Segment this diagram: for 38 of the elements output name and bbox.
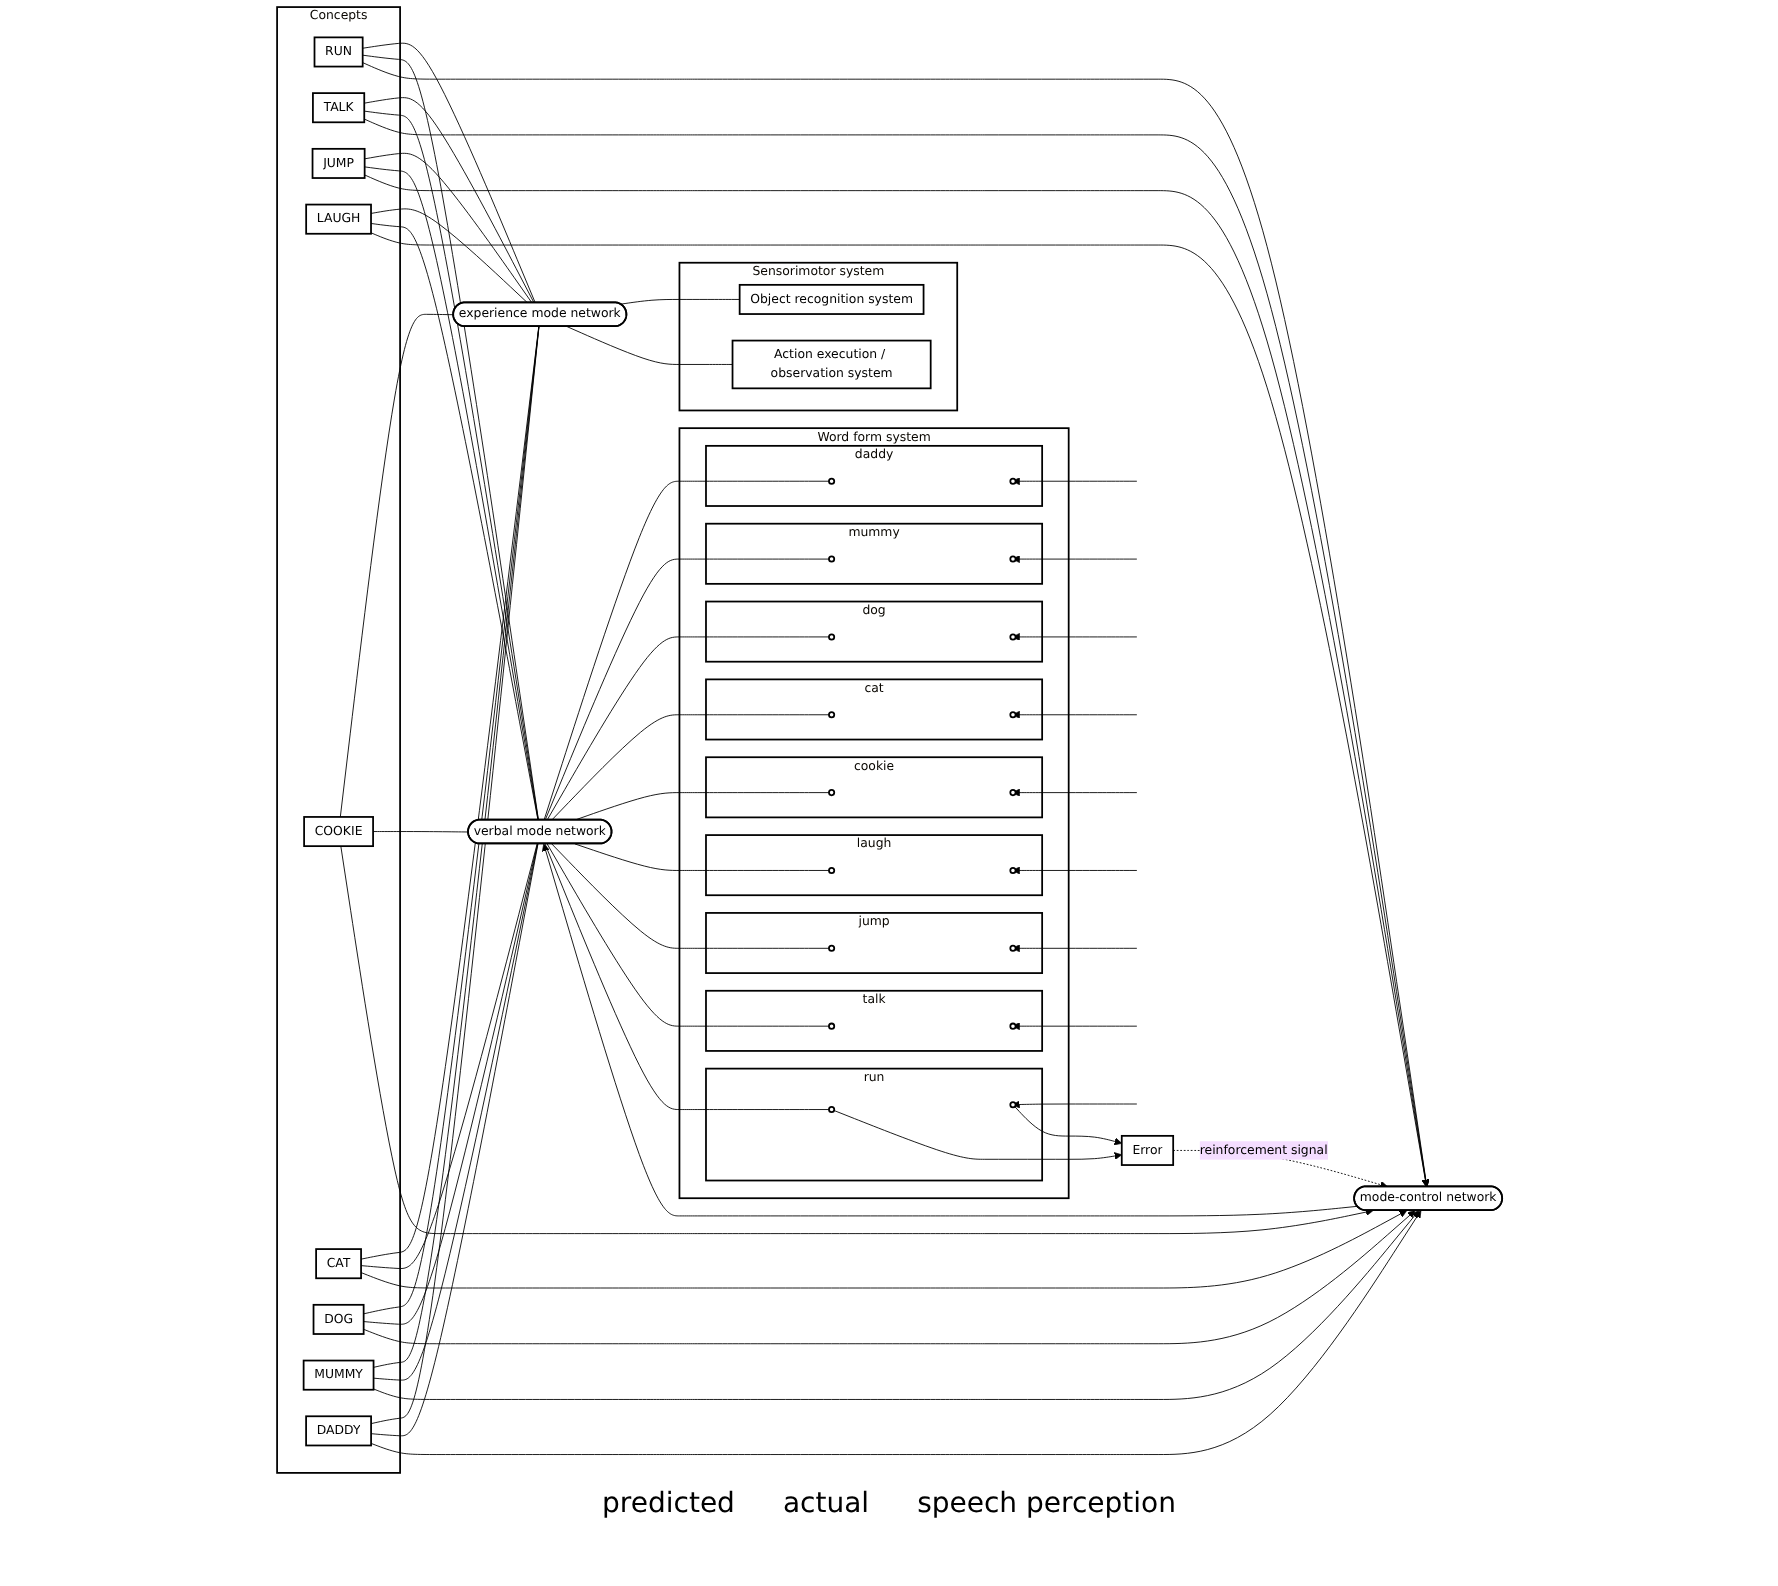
connector (363, 152, 532, 304)
connector (372, 831, 469, 833)
node-circle (1008, 789, 1016, 797)
node-circle (1008, 1101, 1016, 1109)
node-circle (1008, 944, 1016, 952)
node-circle (827, 711, 835, 719)
connector (619, 299, 740, 305)
node-circle (1008, 633, 1016, 641)
node-circle (827, 944, 835, 952)
node-circle (827, 555, 835, 563)
note-text: actual (782, 1488, 870, 1520)
node-circle (1008, 477, 1016, 485)
node-circle (1008, 555, 1016, 563)
connector (550, 714, 829, 821)
connector (573, 843, 829, 871)
connector (543, 480, 829, 821)
node-circle (1008, 711, 1016, 719)
connector (544, 843, 829, 1110)
connector (339, 313, 454, 818)
connector (550, 843, 829, 949)
node-circle (827, 477, 835, 485)
connector (546, 636, 829, 821)
node-circle (827, 1022, 835, 1030)
connector (369, 208, 528, 304)
node-circle (827, 633, 835, 641)
node-circle (827, 866, 835, 874)
connector (566, 326, 733, 365)
node-circle (827, 1106, 835, 1114)
connector (573, 792, 829, 821)
connector (361, 42, 536, 304)
connector (546, 843, 829, 1027)
node-circle (1008, 866, 1016, 874)
node-circle (827, 789, 835, 797)
note-text: predicted (602, 1488, 735, 1520)
connector (363, 97, 534, 304)
connector (544, 558, 829, 821)
node-circle (1008, 1022, 1016, 1030)
note-text: speech perception (917, 1488, 1176, 1520)
